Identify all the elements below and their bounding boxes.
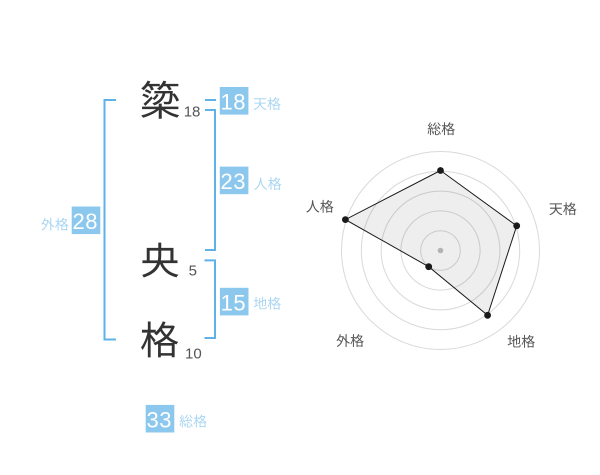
svg-text:15: 15	[221, 290, 246, 315]
svg-text:18: 18	[221, 90, 246, 115]
svg-text:5: 5	[189, 263, 197, 280]
svg-text:28: 28	[72, 209, 97, 234]
svg-text:23: 23	[221, 169, 246, 194]
svg-text:10: 10	[185, 345, 202, 362]
svg-text:33: 33	[146, 408, 171, 433]
svg-text:18: 18	[184, 103, 201, 120]
